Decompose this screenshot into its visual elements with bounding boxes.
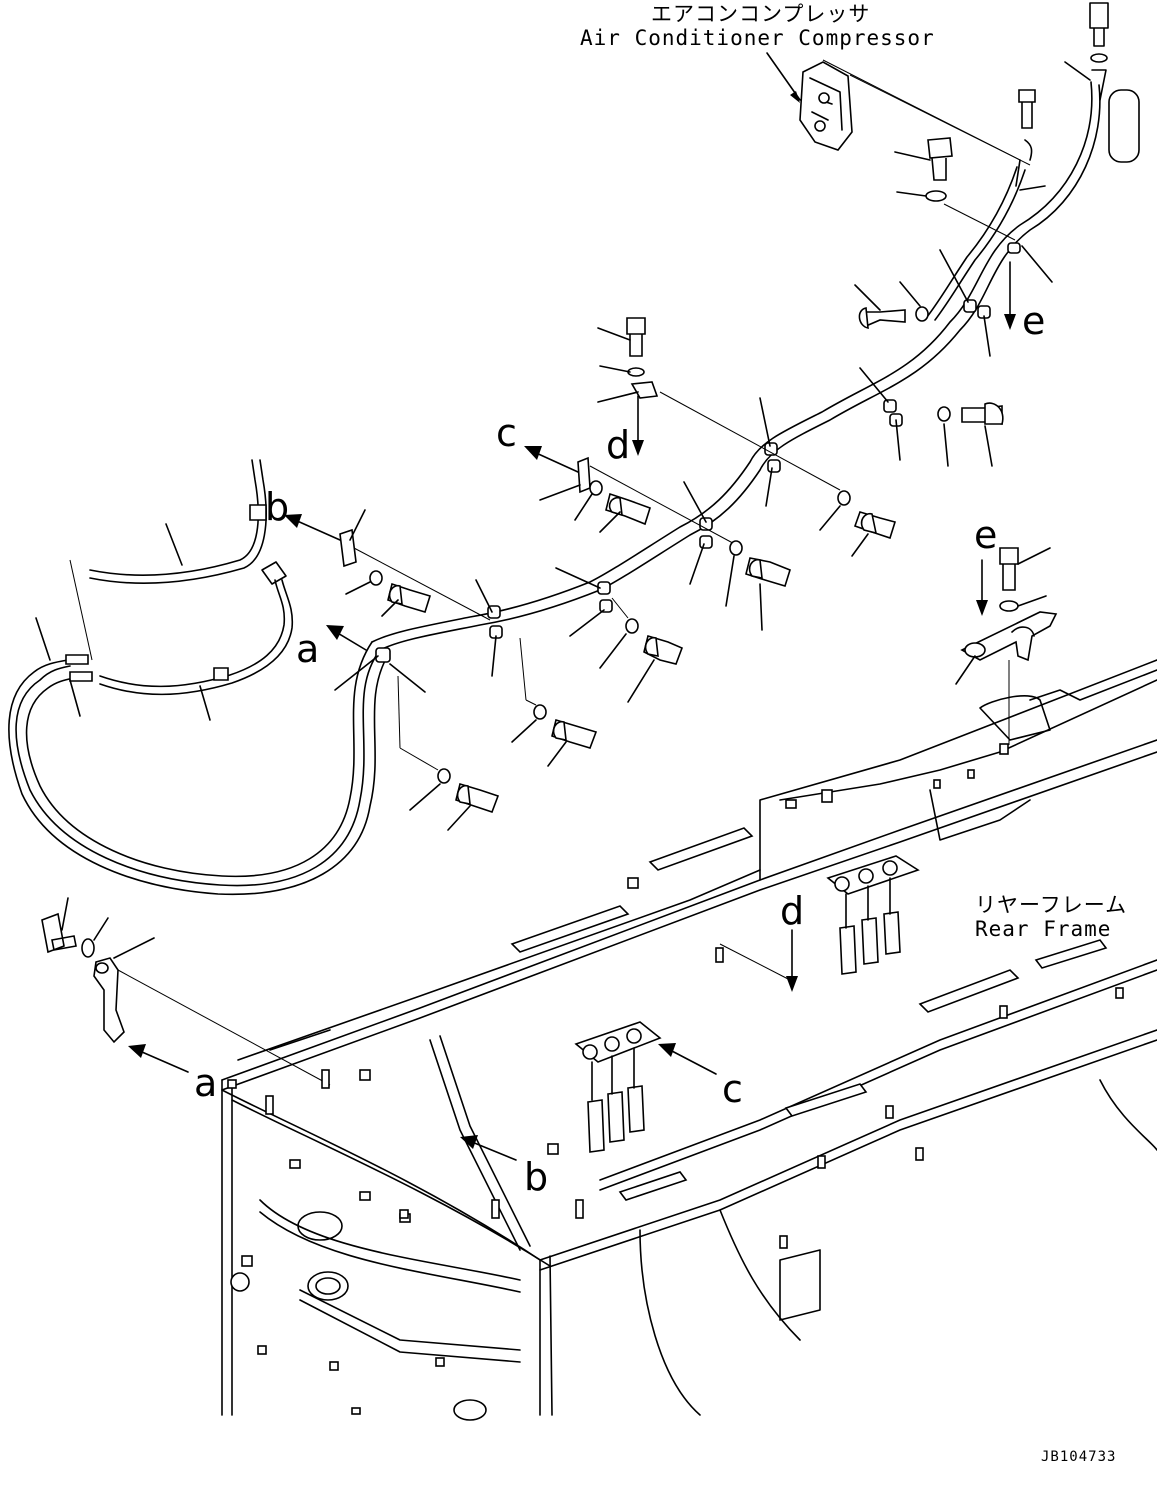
view-label-b-top: b [265, 485, 289, 529]
bracket-a [41, 897, 331, 1086]
drawing-number: JB104733 [1041, 1449, 1116, 1465]
frame-studs [227, 743, 1124, 1415]
view-arrows [128, 261, 1016, 1161]
view-label-d-top: d [606, 423, 630, 467]
hose-clamps [375, 242, 1021, 663]
rear-frame-label-jp: リヤーフレーム [975, 893, 1127, 917]
bolts [35, 137, 1053, 831]
compressor-part [766, 52, 853, 151]
bracket-e [955, 547, 1058, 745]
view-label-c-top: c [496, 411, 517, 455]
view-label-a-top: a [296, 627, 319, 671]
view-label-b-lower: b [524, 1155, 548, 1199]
view-label-d-lower: d [780, 889, 804, 933]
view-label-e-top: e [1022, 299, 1045, 343]
view-label-e-bracket: e [974, 513, 997, 557]
hose-bundle [8, 81, 1101, 896]
view-label-c-lower: c [722, 1067, 743, 1111]
view-label-a-lower: a [194, 1061, 217, 1105]
top-bolt [1018, 89, 1036, 129]
compressor-label-jp: エアコンコンプレッサ [651, 2, 870, 26]
rear-frame-label-en: Rear Frame [975, 917, 1111, 941]
rear-frame [221, 659, 1157, 1421]
receiver-drier [1064, 2, 1140, 163]
compressor-label-en: Air Conditioner Compressor [580, 26, 935, 50]
